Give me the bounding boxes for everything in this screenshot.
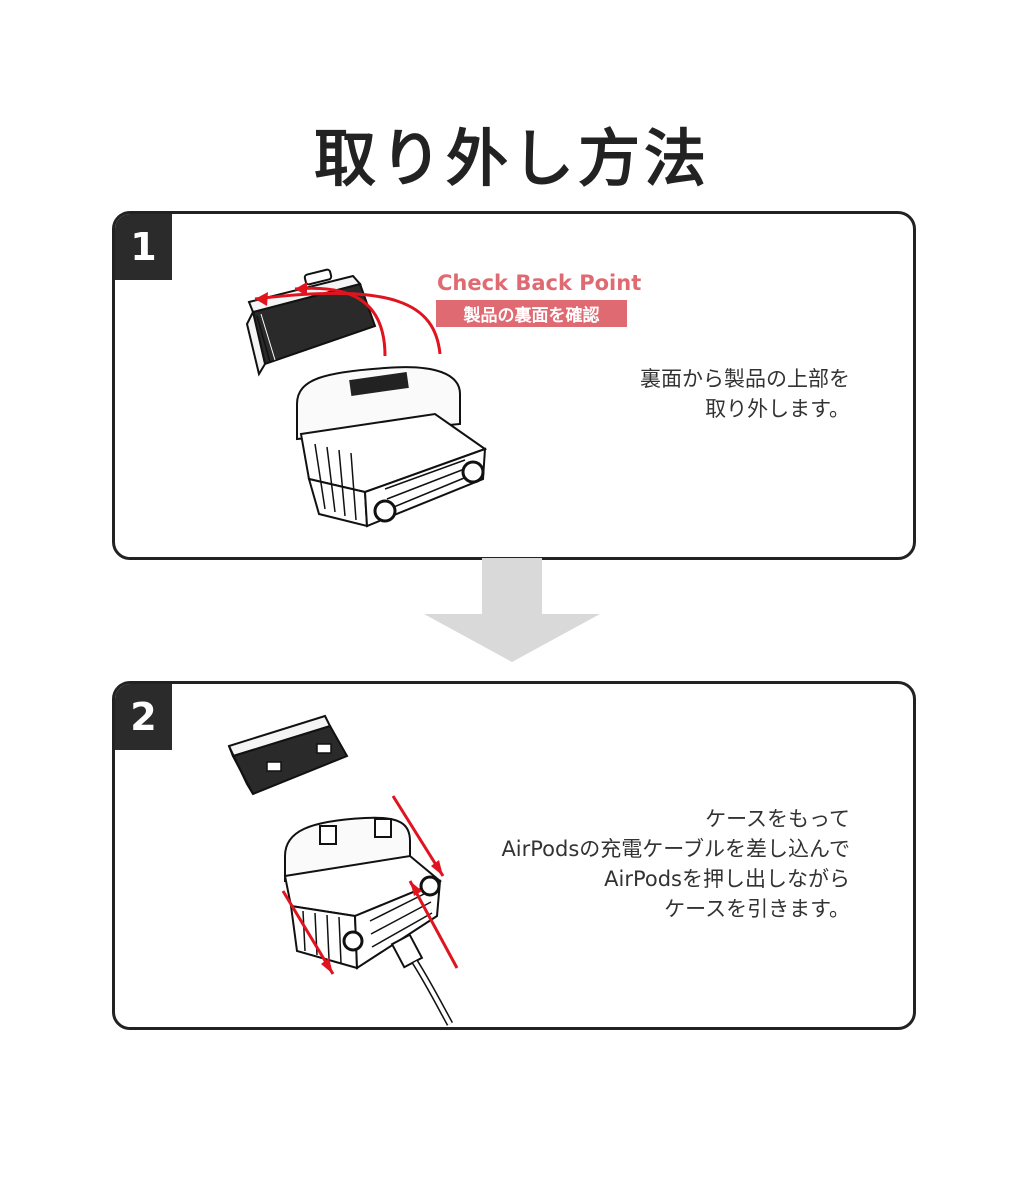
step-2-line-4: ケースを引きます。	[664, 897, 850, 921]
step-1-number: 1	[115, 214, 172, 280]
suitcase-lid-icon	[227, 714, 349, 796]
step-2-line-1: ケースをもって	[705, 807, 850, 831]
page-title: 取り外し方法	[313, 122, 710, 195]
usb-cable-icon	[390, 933, 454, 1026]
check-back-point-title: Check Back Point	[437, 271, 642, 295]
suitcase-case-removal-illustration	[245, 268, 488, 528]
suitcase-lid-icon	[245, 268, 377, 377]
step-1-line-1: 裏面から製品の上部を	[640, 367, 850, 391]
suitcase-case-icon	[283, 816, 442, 970]
check-back-point-label: 製品の裏面を確認	[436, 300, 627, 327]
suitcase-case-icon	[296, 366, 488, 528]
case-eject-illustration	[227, 714, 459, 1026]
step-1-line-2: 取り外します。	[705, 397, 850, 421]
down-arrow-icon	[424, 558, 600, 662]
step-1-description: 裏面から製品の上部を 取り外します。	[640, 364, 850, 424]
step-1-panel: 1	[112, 211, 916, 560]
step-2-line-2: AirPodsの充電ケーブルを差し込んで	[501, 837, 850, 861]
step-2-panel: 2	[112, 681, 916, 1030]
step-2-line-3: AirPodsを押し出しながら	[604, 867, 850, 891]
step-2-number: 2	[115, 684, 172, 750]
step-2-description: ケースをもって AirPodsの充電ケーブルを差し込んで AirPodsを押し出…	[501, 804, 850, 924]
